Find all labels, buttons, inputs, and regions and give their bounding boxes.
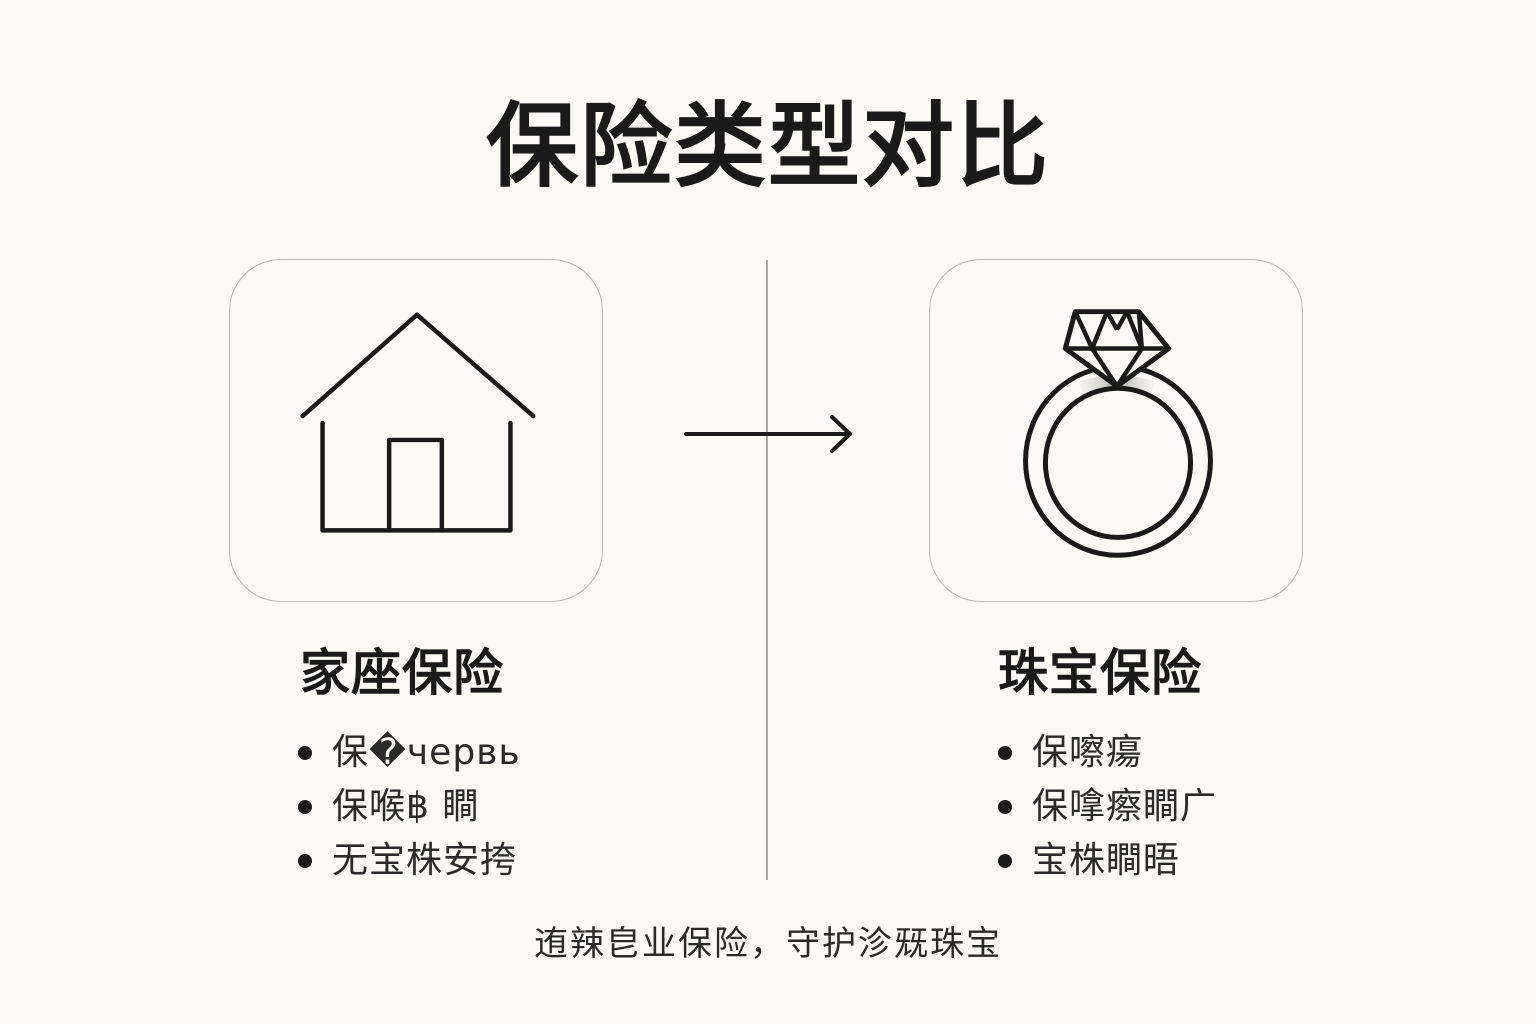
feature-text: 保喉฿ 瞷 (332, 786, 480, 827)
feature-text: 保嚓瘍 (1032, 732, 1144, 773)
jewelry-insurance-heading: 珠宝保险 (998, 644, 1202, 702)
arrow-right-icon (684, 415, 852, 453)
list-item: 无宝株安挎 (296, 834, 521, 888)
feature-text: 保嗱瘵瞷广 (1032, 786, 1218, 827)
feature-text: 无宝株安挎 (332, 840, 518, 881)
bullet-icon (298, 854, 312, 868)
bullet-icon (998, 854, 1012, 868)
home-insurance-features: 保�червь 保喉฿ 瞷 无宝株安挎 (296, 726, 521, 888)
list-item: 保�червь (296, 726, 521, 780)
tagline: 迶辣皀业保险，守护沴兓珠宝 (534, 924, 1002, 964)
list-item: 宝株瞷晤 (996, 834, 1217, 888)
bullet-icon (298, 746, 312, 760)
diamond-ring-icon (1023, 309, 1213, 558)
vertical-divider (766, 260, 768, 880)
bullet-icon (298, 800, 312, 814)
house-icon (300, 312, 536, 533)
list-item: 保嚓瘍 (996, 726, 1217, 780)
bullet-icon (998, 746, 1012, 760)
page-title: 保险类型对比 (485, 93, 1050, 200)
home-insurance-heading: 家座保险 (300, 644, 504, 702)
list-item: 保喉฿ 瞷 (296, 780, 521, 834)
jewelry-insurance-features: 保嚓瘍 保嗱瘵瞷广 宝株瞷晤 (996, 726, 1217, 888)
jewelry-insurance-card (929, 259, 1303, 602)
feature-text: 保�червь (332, 732, 521, 773)
list-item: 保嗱瘵瞷广 (996, 780, 1217, 834)
home-insurance-card (229, 259, 603, 602)
bullet-icon (998, 800, 1012, 814)
feature-text: 宝株瞷晤 (1032, 840, 1181, 881)
